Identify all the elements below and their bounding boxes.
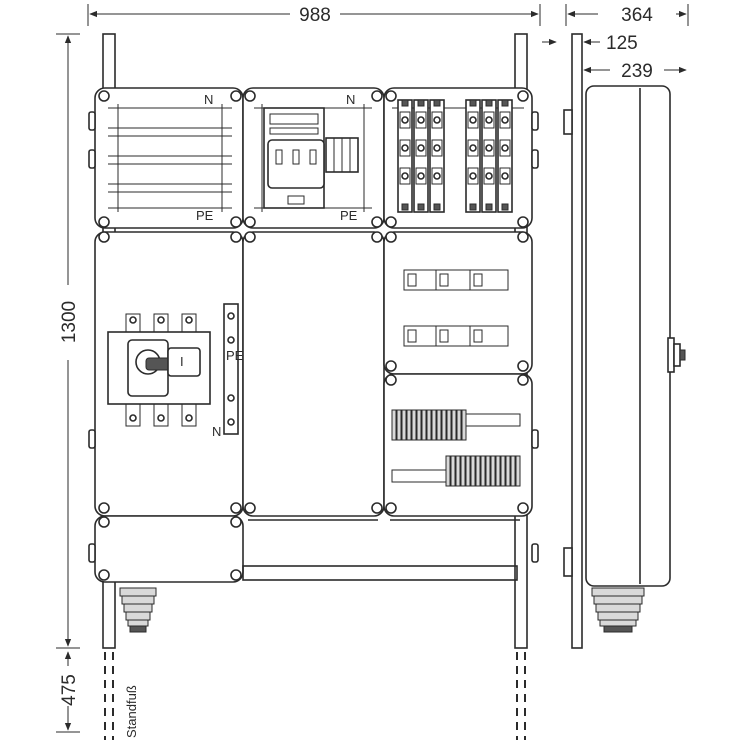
terminal-blocks xyxy=(391,409,521,487)
terminal xyxy=(450,455,456,487)
terminal xyxy=(451,409,457,441)
width-label: 988 xyxy=(299,5,331,26)
terminal xyxy=(456,409,462,441)
switch-position-mark: I xyxy=(180,354,184,369)
terminal xyxy=(500,455,506,487)
terminal xyxy=(421,409,427,441)
foot-height-label: 475 xyxy=(59,674,80,706)
depth-wall-label: 125 xyxy=(606,33,638,54)
terminal xyxy=(505,455,511,487)
dimension-depth-wall: 125 xyxy=(542,33,638,54)
dimension-foot: 475 xyxy=(56,651,80,733)
fuse-holder xyxy=(465,99,481,213)
fuse-holder xyxy=(397,99,413,213)
pe-label-top-left: PE xyxy=(196,208,214,223)
dimension-depth-total: 364 xyxy=(565,4,689,26)
terminal xyxy=(401,409,407,441)
depth-total-label: 364 xyxy=(621,5,653,26)
breaker-rows xyxy=(403,269,509,347)
dimension-width: 988 xyxy=(87,4,541,26)
meter-panel: N PE xyxy=(254,92,372,223)
terminal xyxy=(391,409,397,441)
terminal xyxy=(495,455,501,487)
depth-body-label: 239 xyxy=(621,61,653,82)
height-label: 1300 xyxy=(59,301,80,343)
terminal xyxy=(406,409,412,441)
main-switch: I PE N xyxy=(107,303,244,439)
terminal xyxy=(480,455,486,487)
terminal xyxy=(460,455,466,487)
terminal xyxy=(396,409,402,441)
n-label-switch: N xyxy=(212,424,221,439)
terminal xyxy=(416,409,422,441)
terminal xyxy=(455,455,461,487)
terminal xyxy=(426,409,432,441)
terminal xyxy=(431,409,437,441)
n-label-top-mid: N xyxy=(346,92,355,107)
terminal xyxy=(411,409,417,441)
fuse-holder xyxy=(497,99,513,213)
busbar-panel-left: N PE xyxy=(108,92,232,223)
terminal xyxy=(445,455,451,487)
terminal xyxy=(436,409,442,441)
terminal xyxy=(475,455,481,487)
terminal xyxy=(446,409,452,441)
cable-gland-front xyxy=(119,587,157,633)
stand-foot-label: Standfuß xyxy=(124,685,139,738)
terminal xyxy=(441,409,447,441)
terminal xyxy=(515,455,521,487)
dimension-depth-body: 239 xyxy=(583,61,687,82)
terminal xyxy=(490,455,496,487)
pe-label-switch: PE xyxy=(226,348,244,363)
terminal xyxy=(465,455,471,487)
pe-label-top-mid: PE xyxy=(340,208,358,223)
side-view xyxy=(563,33,686,649)
front-posts: Standfuß xyxy=(102,33,528,740)
dimension-height: 1300 xyxy=(56,33,80,649)
terminal xyxy=(510,455,516,487)
fuse-holder xyxy=(413,99,429,213)
terminal xyxy=(470,455,476,487)
fuse-holder xyxy=(429,99,445,213)
n-label-top-left: N xyxy=(204,92,213,107)
fuse-holder xyxy=(481,99,497,213)
terminal xyxy=(485,455,491,487)
corner-screws xyxy=(98,90,529,581)
fuse-holders xyxy=(392,99,524,213)
terminal xyxy=(461,409,467,441)
